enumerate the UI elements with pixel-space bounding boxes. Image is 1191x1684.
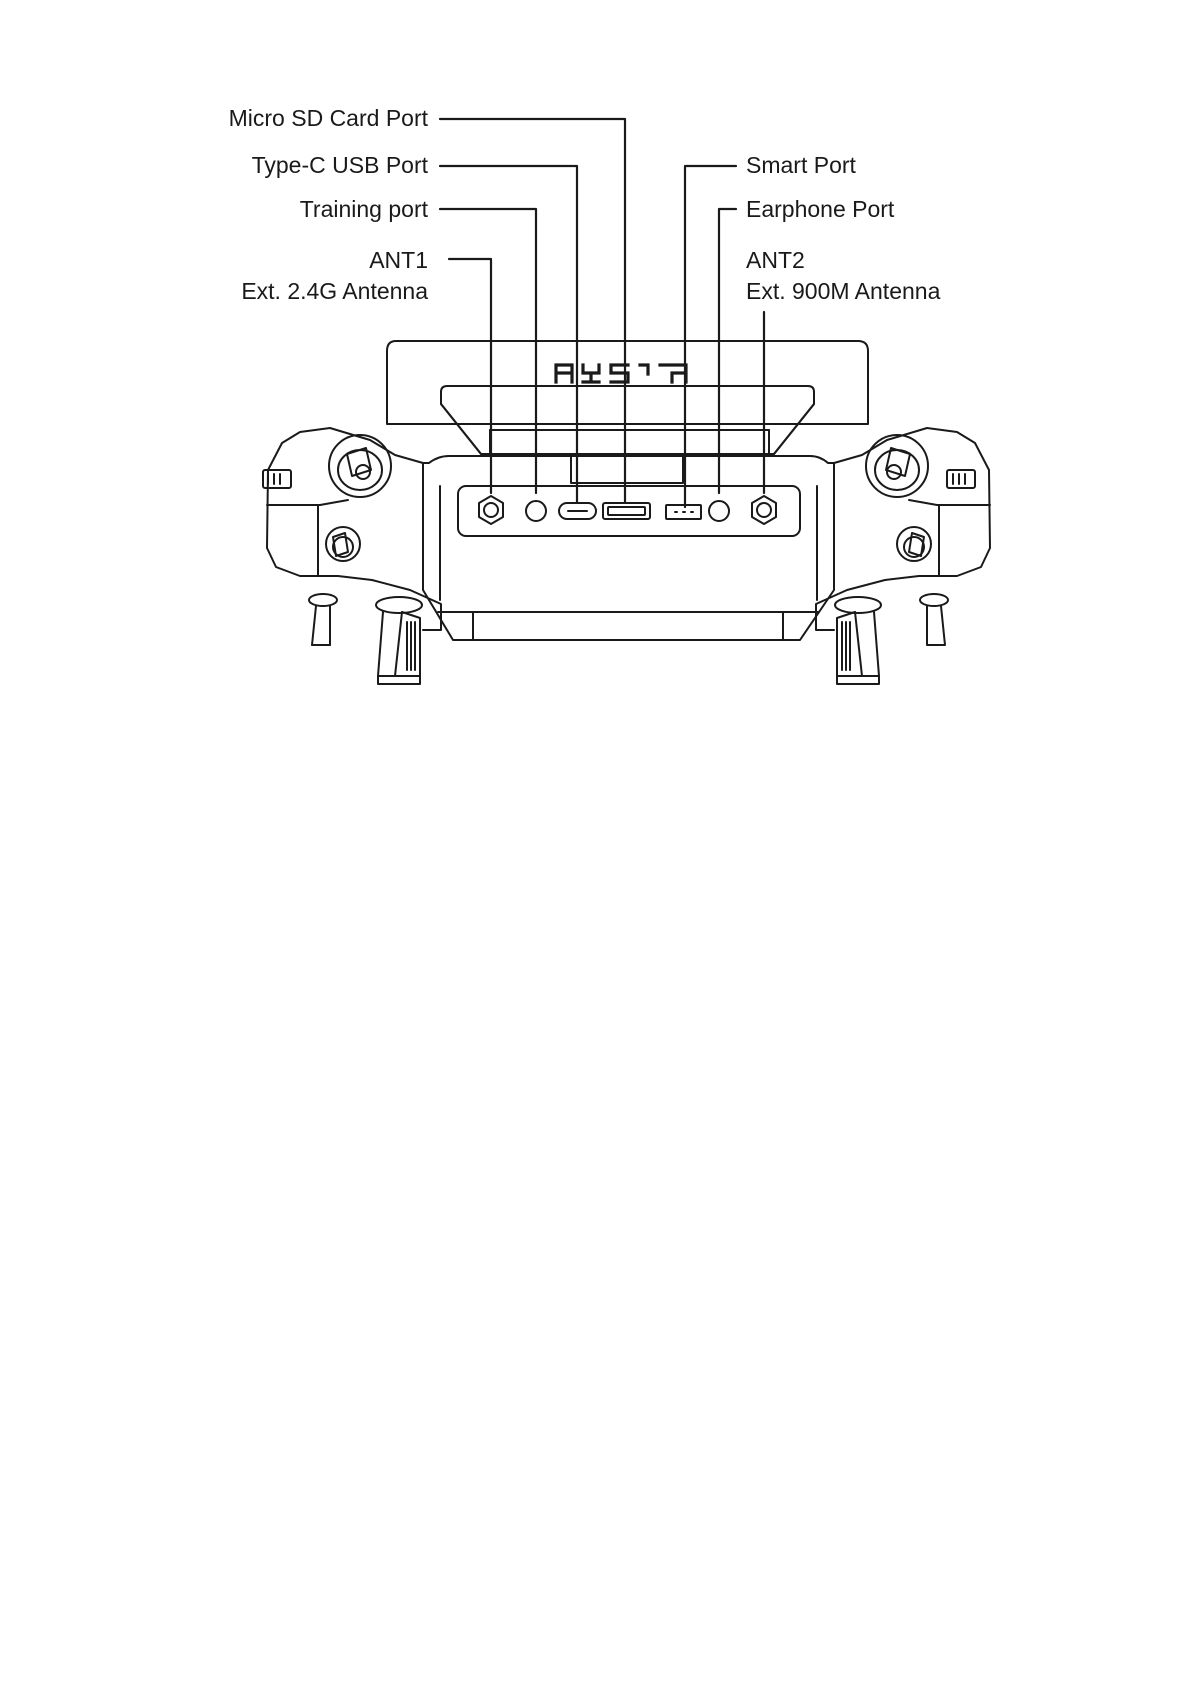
screen-hood — [387, 341, 868, 483]
leader-training — [440, 209, 536, 493]
leader-type-c — [440, 166, 577, 503]
micro-sd-slot — [603, 503, 650, 519]
training-port-hole — [526, 501, 546, 521]
type-c-port — [559, 503, 596, 519]
ant2-connector — [752, 496, 776, 524]
earphone-jack — [709, 501, 729, 521]
ant1-connector — [479, 496, 503, 524]
leader-ant1 — [449, 259, 491, 493]
right-toggle — [897, 527, 931, 561]
leader-micro-sd — [440, 119, 625, 503]
left-toggle — [326, 527, 360, 561]
leader-earphone — [719, 209, 736, 493]
right-gimbal — [866, 435, 928, 497]
port-panel — [458, 486, 800, 536]
brand-logo — [556, 365, 686, 382]
right-bottom-switches — [835, 594, 948, 684]
leader-lines — [440, 119, 764, 507]
left-gimbal — [329, 435, 391, 497]
smart-port-connector — [666, 505, 701, 519]
left-bottom-switches — [309, 594, 422, 684]
transmitter-body — [263, 428, 990, 640]
